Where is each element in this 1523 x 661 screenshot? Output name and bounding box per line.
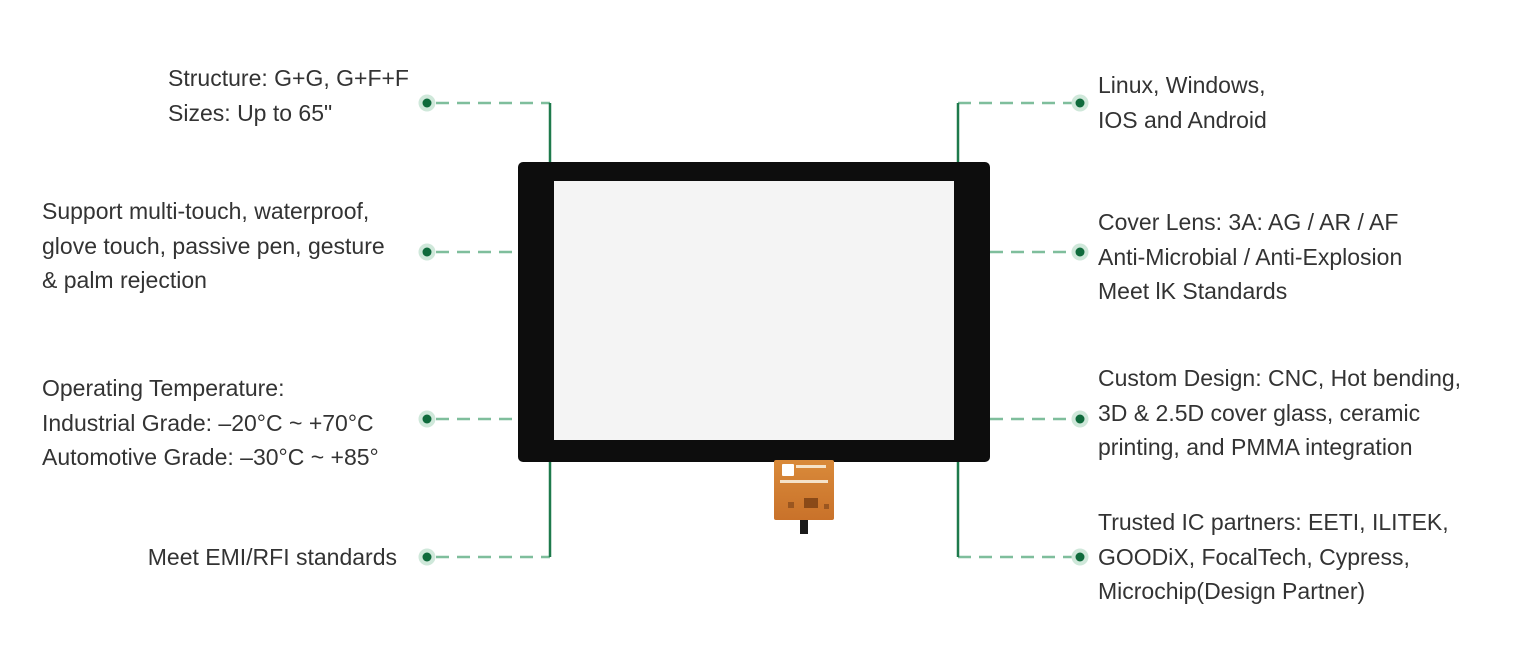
- feature-line: glove touch, passive pen, gesture: [42, 232, 385, 259]
- feature-structure: Structure: G+G, G+F+F Sizes: Up to 65": [168, 61, 409, 130]
- callout-dot-icon: [1075, 552, 1085, 562]
- fpc-print-mark-2: [780, 480, 828, 483]
- callout-dot-icon: [1075, 414, 1085, 424]
- feature-line: Custom Design: CNC, Hot bending,: [1098, 365, 1462, 391]
- feature-custom-design: Custom Design: CNC, Hot bending, 3D & 2.…: [1098, 361, 1461, 465]
- callout-dot-icon: [422, 414, 432, 424]
- feature-line: Sizes: Up to 65": [168, 99, 333, 126]
- feature-line: Meet EMI/RFI standards: [147, 544, 397, 570]
- feature-line: Anti-Microbial / Anti-Explosion: [1098, 243, 1403, 270]
- feature-line: GOODiX, FocalTech, Cypress,: [1098, 543, 1410, 570]
- feature-line: Support multi-touch, waterproof,: [42, 198, 370, 224]
- callout-dot-icon: [422, 552, 432, 562]
- touch-panel-bezel: [518, 162, 990, 462]
- fpc-chip: [804, 498, 818, 508]
- feature-line: Automotive Grade: –30°C ~ +85°: [42, 444, 379, 470]
- callout-dot-icon: [422, 98, 432, 108]
- feature-line: Microchip(Design Partner): [1098, 578, 1366, 604]
- fpc-connector-tail: [800, 520, 808, 534]
- feature-operating-temperature: Operating Temperature: Industrial Grade:…: [42, 371, 379, 475]
- feature-line: 3D & 2.5D cover glass, ceramic: [1098, 399, 1421, 426]
- feature-line: IOS and Android: [1098, 106, 1267, 133]
- feature-line: Meet lK Standards: [1098, 278, 1288, 304]
- callout-dot-icon: [1075, 247, 1085, 257]
- feature-line: & palm rejection: [42, 267, 207, 293]
- feature-line: Operating Temperature:: [42, 375, 285, 401]
- fpc-logo-icon: [782, 464, 794, 476]
- fpc-cable: [774, 460, 834, 520]
- feature-cover-lens: Cover Lens: 3A: AG / AR / AF Anti-Microb…: [1098, 205, 1402, 309]
- feature-line: Cover Lens: 3A: AG / AR / AF: [1098, 209, 1399, 235]
- feature-os-support: Linux, Windows, IOS and Android: [1098, 68, 1267, 137]
- feature-line: printing, and PMMA integration: [1098, 434, 1413, 460]
- fpc-print-mark: [796, 465, 826, 468]
- feature-emi-rfi: Meet EMI/RFI standards: [148, 540, 397, 575]
- touch-panel-screen: [554, 181, 954, 440]
- feature-line: Structure: G+G, G+F+F: [168, 65, 409, 91]
- callout-dot-icon: [422, 247, 432, 257]
- feature-line: Trusted IC partners: EETI, ILITEK,: [1098, 509, 1449, 535]
- fpc-pad: [788, 502, 794, 508]
- feature-line: Industrial Grade: –20°C ~ +70°C: [42, 409, 374, 436]
- feature-line: Linux, Windows,: [1098, 72, 1266, 98]
- feature-ic-partners: Trusted IC partners: EETI, ILITEK, GOODi…: [1098, 505, 1449, 609]
- fpc-pad: [824, 504, 829, 509]
- callout-dot-icon: [1075, 98, 1085, 108]
- feature-touch-support: Support multi-touch, waterproof, glove t…: [42, 194, 385, 298]
